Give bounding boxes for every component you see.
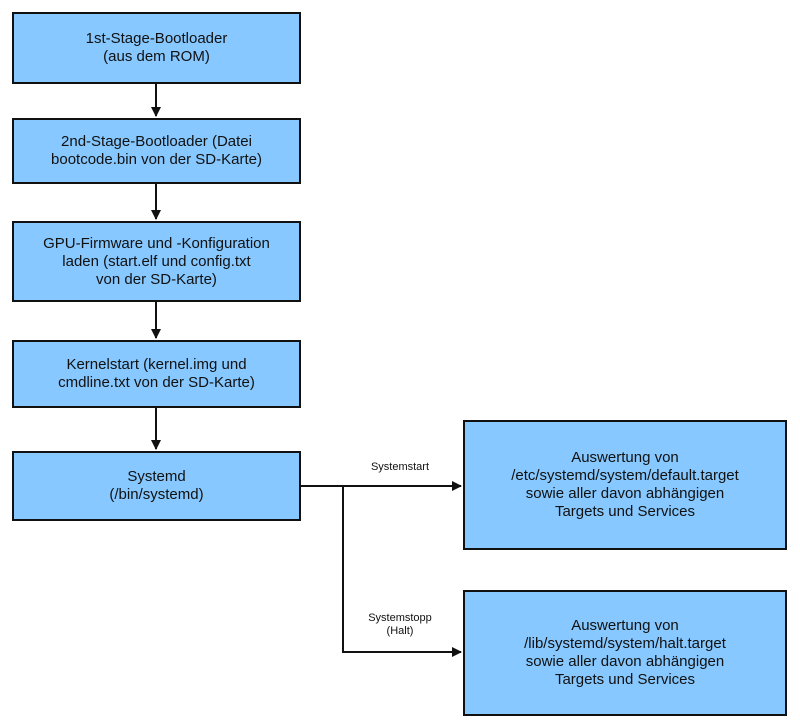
systemstopp-label: Systemstopp (Halt) [368,612,432,637]
default-target-box: Auswertung von /etc/systemd/system/defau… [463,420,787,550]
kernel-start-box: Kernelstart (kernel.img und cmdline.txt … [12,340,301,408]
systemstart-label: Systemstart [370,461,430,473]
first-stage-bootloader-box: 1st-Stage-Bootloader (aus dem ROM) [12,12,301,84]
halt-target-box: Auswertung von /lib/systemd/system/halt.… [463,590,787,716]
second-stage-bootloader-box: 2nd-Stage-Bootloader (Datei bootcode.bin… [12,118,301,184]
systemd-box: Systemd (/bin/systemd) [12,451,301,521]
arrow-systemd-to-halt [342,486,462,657]
gpu-firmware-box: GPU-Firmware und -Konfiguration laden (s… [12,221,301,302]
